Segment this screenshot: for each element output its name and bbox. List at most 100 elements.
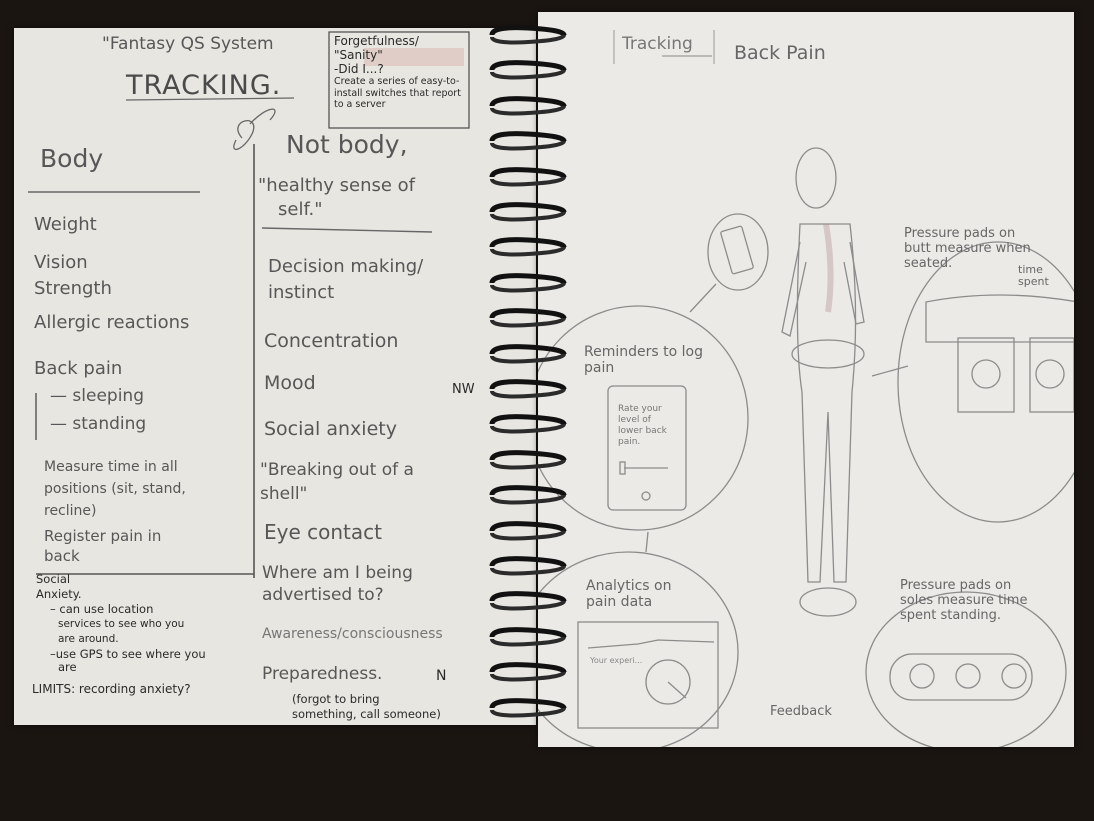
analytics-label: Analytics on pain data bbox=[586, 578, 671, 610]
spiral-ring bbox=[488, 236, 568, 258]
spiral-ring bbox=[488, 201, 568, 223]
note-line: "healthy sense of bbox=[258, 175, 416, 196]
body-item-vision: Vision bbox=[34, 252, 88, 273]
note-line: Where am I being bbox=[262, 563, 413, 583]
note-line: positions (sit, stand, bbox=[44, 481, 186, 497]
box-line: "Sanity" bbox=[334, 48, 383, 62]
note-line: –use GPS to see where you bbox=[50, 647, 206, 661]
note-line: services to see who you bbox=[58, 618, 185, 630]
spiral-ring bbox=[488, 520, 568, 542]
forgot-note: (forgot to bring something, call someone… bbox=[292, 692, 441, 722]
note-line: Register pain in bbox=[44, 527, 162, 545]
spiral-ring bbox=[488, 59, 568, 81]
time-spent-label: time spent bbox=[1018, 264, 1049, 288]
spiral-ring bbox=[488, 307, 568, 329]
margin-mark: N bbox=[436, 668, 447, 684]
left-notebook-page: "Fantasy QS System TRACKING. Forgetfulne… bbox=[14, 28, 536, 725]
note-line: Social bbox=[36, 572, 71, 586]
spiral-ring bbox=[488, 484, 568, 506]
spiral-ring bbox=[488, 449, 568, 471]
note-line: instinct bbox=[268, 282, 335, 303]
not-body-concentration: Concentration bbox=[264, 330, 399, 352]
note-line: pain data bbox=[586, 594, 653, 610]
not-body-heading: Not body, bbox=[286, 130, 408, 159]
spiral-ring bbox=[488, 555, 568, 577]
note-line: level of bbox=[618, 415, 651, 425]
back-pain-standing: — standing bbox=[50, 414, 147, 434]
note-line: shell" bbox=[260, 484, 308, 504]
note-line: advertised to? bbox=[262, 585, 384, 605]
box-line: Create a series of easy-to- bbox=[334, 76, 460, 87]
note-line: Reminders to log bbox=[584, 344, 703, 360]
spiral-ring bbox=[488, 24, 568, 46]
spiral-ring bbox=[488, 413, 568, 435]
note-line: Anxiety. bbox=[36, 587, 82, 601]
box-line: Forgetfulness/ bbox=[334, 34, 419, 48]
measure-note: Measure time in all positions (sit, stan… bbox=[44, 456, 186, 522]
spiral-ring bbox=[488, 697, 568, 719]
spiral-ring bbox=[488, 343, 568, 365]
spiral-ring bbox=[488, 626, 568, 648]
note-line: Pressure pads on bbox=[904, 226, 1016, 241]
note-line: time bbox=[1018, 263, 1043, 276]
note-line: – can use location bbox=[50, 602, 154, 616]
limits-note: LIMITS: recording anxiety? bbox=[32, 682, 191, 696]
not-body-mood: Mood bbox=[264, 372, 316, 394]
note-line: back bbox=[44, 547, 80, 565]
note-line: pain bbox=[584, 360, 615, 376]
note-line: Pressure pads on bbox=[900, 578, 1012, 593]
note-line: seated. bbox=[904, 256, 953, 271]
not-body-eye-contact: Eye contact bbox=[264, 520, 382, 544]
spiral-ring bbox=[488, 590, 568, 612]
note-line: spent standing. bbox=[900, 608, 1002, 623]
back-pain-sketch bbox=[538, 30, 1074, 747]
body-item-weight: Weight bbox=[34, 214, 97, 235]
pressure-soles-label: Pressure pads on soles measure time spen… bbox=[900, 578, 1027, 623]
tracking-tab: Tracking bbox=[622, 34, 693, 54]
spiral-ring bbox=[488, 378, 568, 400]
spiral-ring bbox=[488, 272, 568, 294]
healthy-sense-note: "healthy sense of self." bbox=[258, 174, 415, 222]
notebook-title-top: "Fantasy QS System bbox=[102, 34, 274, 54]
body-item-back-pain: Back pain bbox=[34, 358, 123, 379]
register-note: Register pain in back bbox=[44, 526, 161, 566]
social-anxiety-note: Social Anxiety. – can use location servi… bbox=[36, 572, 206, 674]
note-line: Decision making/ bbox=[268, 256, 424, 277]
note-line: (forgot to bring bbox=[292, 692, 380, 706]
note-line: Rate your bbox=[618, 404, 662, 414]
box-line: -Did I...? bbox=[334, 62, 384, 76]
note-line: soles measure time bbox=[900, 593, 1028, 608]
note-line: lower back bbox=[618, 426, 667, 436]
spiral-ring bbox=[488, 95, 568, 117]
note-line: pain. bbox=[618, 437, 641, 447]
feedback-label: Feedback bbox=[770, 704, 832, 719]
left-page-lines bbox=[28, 31, 470, 578]
pressure-butt-label: Pressure pads on butt measure when seate… bbox=[904, 226, 1031, 271]
note-line: something, call someone) bbox=[292, 707, 441, 721]
note-line: recline) bbox=[44, 503, 97, 519]
body-item-strength: Strength bbox=[34, 278, 112, 299]
box-line: install switches that report bbox=[334, 88, 461, 99]
margin-mark: NW bbox=[452, 382, 475, 397]
phone-screen-text: Rate your level of lower back pain. bbox=[618, 404, 667, 448]
spiral-ring bbox=[488, 166, 568, 188]
analytics-screen-text: Your experi... bbox=[590, 656, 643, 665]
note-line: Measure time in all bbox=[44, 459, 178, 475]
not-body-social-anxiety: Social anxiety bbox=[264, 418, 397, 440]
note-line: self." bbox=[278, 199, 323, 220]
not-body-preparedness: Preparedness. bbox=[262, 664, 383, 684]
note-line: are around. bbox=[58, 633, 119, 645]
spiral-ring bbox=[488, 661, 568, 683]
reminders-label: Reminders to log pain bbox=[584, 344, 703, 376]
note-line: spent bbox=[1018, 275, 1049, 288]
not-body-decision: Decision making/ instinct bbox=[268, 254, 423, 306]
note-line: Analytics on bbox=[586, 578, 672, 594]
back-pain-sleeping: — sleeping bbox=[50, 386, 144, 406]
forgetfulness-box: Forgetfulness/ "Sanity" -Did I...? Creat… bbox=[334, 34, 461, 110]
note-line: are bbox=[58, 660, 77, 674]
body-heading: Body bbox=[40, 144, 104, 173]
spiral-ring bbox=[488, 130, 568, 152]
box-line: to a server bbox=[334, 99, 386, 110]
right-notebook-page: Tracking Back Pain Reminders to log pain… bbox=[538, 12, 1074, 747]
note-line: butt measure when bbox=[904, 241, 1031, 256]
